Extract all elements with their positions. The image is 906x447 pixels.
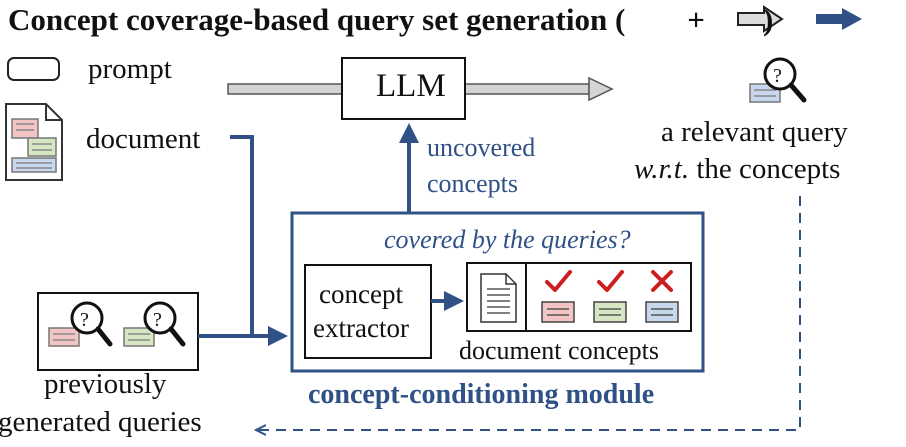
document-flow-line — [230, 135, 254, 336]
concept-chip — [593, 301, 627, 323]
concept-chip — [541, 301, 575, 323]
title-plus: + — [687, 2, 705, 37]
extractor-label-line2: extractor — [313, 313, 409, 343]
concept-extractor-box — [304, 264, 432, 359]
svg-text:?: ? — [80, 309, 89, 331]
uncovered-label-line1: uncovered — [427, 133, 536, 162]
uncovered-cross-icon — [651, 270, 673, 292]
concept-chip — [645, 301, 679, 323]
previous-query-search-icon-2: ? — [123, 301, 186, 347]
previous-label-line1: previously — [44, 368, 167, 400]
prompt-label: prompt — [88, 53, 172, 85]
output-label-line1: a relevant query — [661, 116, 848, 148]
previous-query-search-icon-1: ? — [48, 301, 113, 347]
extractor-label-line1: concept — [319, 279, 403, 309]
document-concepts-label: document concepts — [459, 336, 659, 365]
prompt-icon — [7, 57, 60, 81]
output-label-line2: w.r.t. the concepts — [634, 153, 841, 185]
document-icon — [5, 103, 63, 181]
document-label: document — [86, 123, 201, 155]
covered-check-icon — [597, 270, 624, 292]
title-close: ) — [762, 2, 774, 37]
svg-text:?: ? — [773, 65, 782, 87]
covered-check-icon — [545, 270, 572, 292]
gray-arrow-legend-icon — [737, 5, 784, 33]
blue-arrow-legend-icon — [816, 8, 862, 30]
module-label: concept-conditioning module — [308, 379, 655, 410]
query-search-icon: ? — [749, 57, 807, 103]
small-document-icon — [480, 273, 517, 323]
module-question: covered by the queries? — [384, 225, 631, 254]
concept-chips — [541, 270, 679, 323]
llm-label: LLM — [376, 68, 446, 104]
uncovered-label-line2: concepts — [427, 169, 518, 198]
title-text: Concept coverage-based query set generat… — [8, 2, 626, 37]
llm-box — [341, 57, 466, 120]
svg-text:?: ? — [153, 309, 162, 331]
diagram-title: Concept coverage-based query set generat… — [8, 4, 773, 35]
previous-label-line2: generated queries — [0, 406, 202, 438]
feedback-dashed-arrow — [256, 196, 801, 430]
